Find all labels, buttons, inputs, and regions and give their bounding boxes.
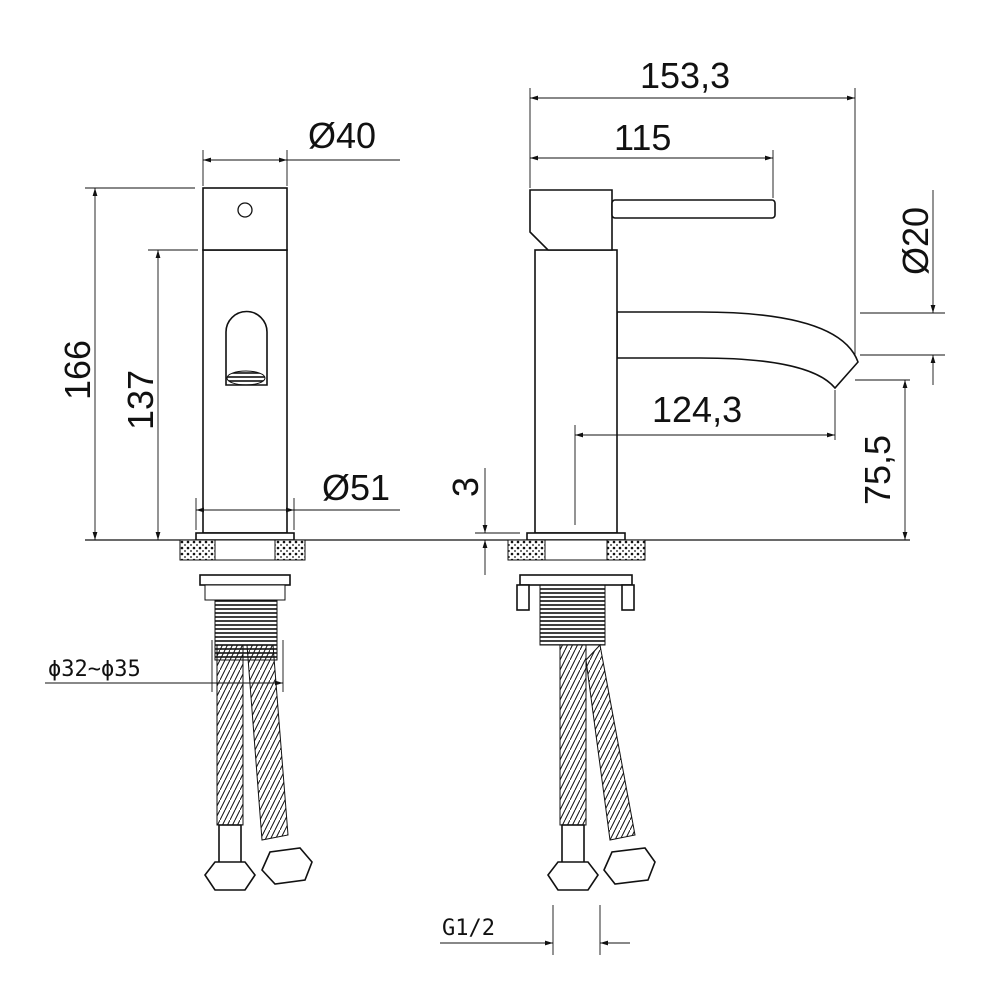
aerator-slot xyxy=(225,310,268,386)
dim-overall-reach: 153,3 xyxy=(640,55,730,96)
dim-base-gap: 3 xyxy=(445,477,486,497)
dim-connection-thread: G1/2 xyxy=(442,916,495,941)
dim-top-diameter: Ø40 xyxy=(308,115,376,156)
dim-spout-height: 75,5 xyxy=(857,435,898,505)
hose-left xyxy=(216,644,244,826)
front-dimensions: Ø40 166 137 Ø51 ϕ32~ϕ35 xyxy=(45,115,400,692)
dim-spout-diameter: Ø20 xyxy=(895,207,936,275)
spout xyxy=(616,311,859,390)
faucet-body-side xyxy=(534,249,618,534)
handle-hole xyxy=(237,202,253,218)
dim-lever-length: 115 xyxy=(614,117,671,158)
front-view xyxy=(179,187,313,891)
faucet-cap-side xyxy=(529,189,613,251)
dim-spout-reach: 124,3 xyxy=(652,389,742,430)
faucet-body-front xyxy=(202,249,288,534)
dim-body-height: 137 xyxy=(120,370,161,430)
dim-hole-diameter: ϕ32~ϕ35 xyxy=(48,657,141,682)
lever-handle xyxy=(611,199,776,219)
dim-base-diameter: Ø51 xyxy=(322,467,390,508)
dim-total-height: 166 xyxy=(57,340,98,400)
side-dimensions: 153,3 115 Ø20 124,3 75,5 3 G1/2 xyxy=(440,55,945,955)
hose-right xyxy=(246,644,289,841)
side-view xyxy=(507,189,859,891)
faucet-cap-front xyxy=(202,187,288,251)
